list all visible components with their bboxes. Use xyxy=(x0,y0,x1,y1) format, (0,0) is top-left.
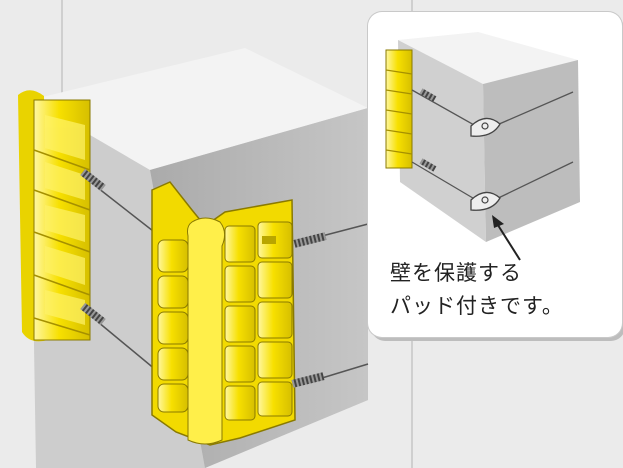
pad-label-plate xyxy=(262,236,276,244)
front-corner-pad xyxy=(151,181,296,446)
callout-arrow-icon xyxy=(492,215,521,261)
mounting-bracket-lower xyxy=(470,191,501,211)
detail-illustration xyxy=(385,32,580,261)
caption-line-1: 壁を保護する xyxy=(390,261,522,285)
detail-pad xyxy=(385,49,413,169)
pad-left-panel xyxy=(157,239,189,413)
detail-spring-lower xyxy=(419,158,437,172)
spring-strap-lower-right xyxy=(291,372,325,388)
detail-spring-upper xyxy=(419,88,437,102)
callout-caption: 壁を保護する パッド付きです。 xyxy=(390,257,622,323)
mounting-bracket-upper xyxy=(470,117,501,137)
left-corner-pad xyxy=(18,90,91,342)
spring-strap-lower-left xyxy=(80,302,106,326)
spring-strap-upper-left xyxy=(80,168,106,192)
detail-callout: 壁を保護する パッド付きです。 xyxy=(368,12,622,337)
caption-line-2: パッド付きです。 xyxy=(390,294,564,318)
spring-strap-upper-right xyxy=(293,232,327,248)
pad-right-panel xyxy=(224,221,293,421)
